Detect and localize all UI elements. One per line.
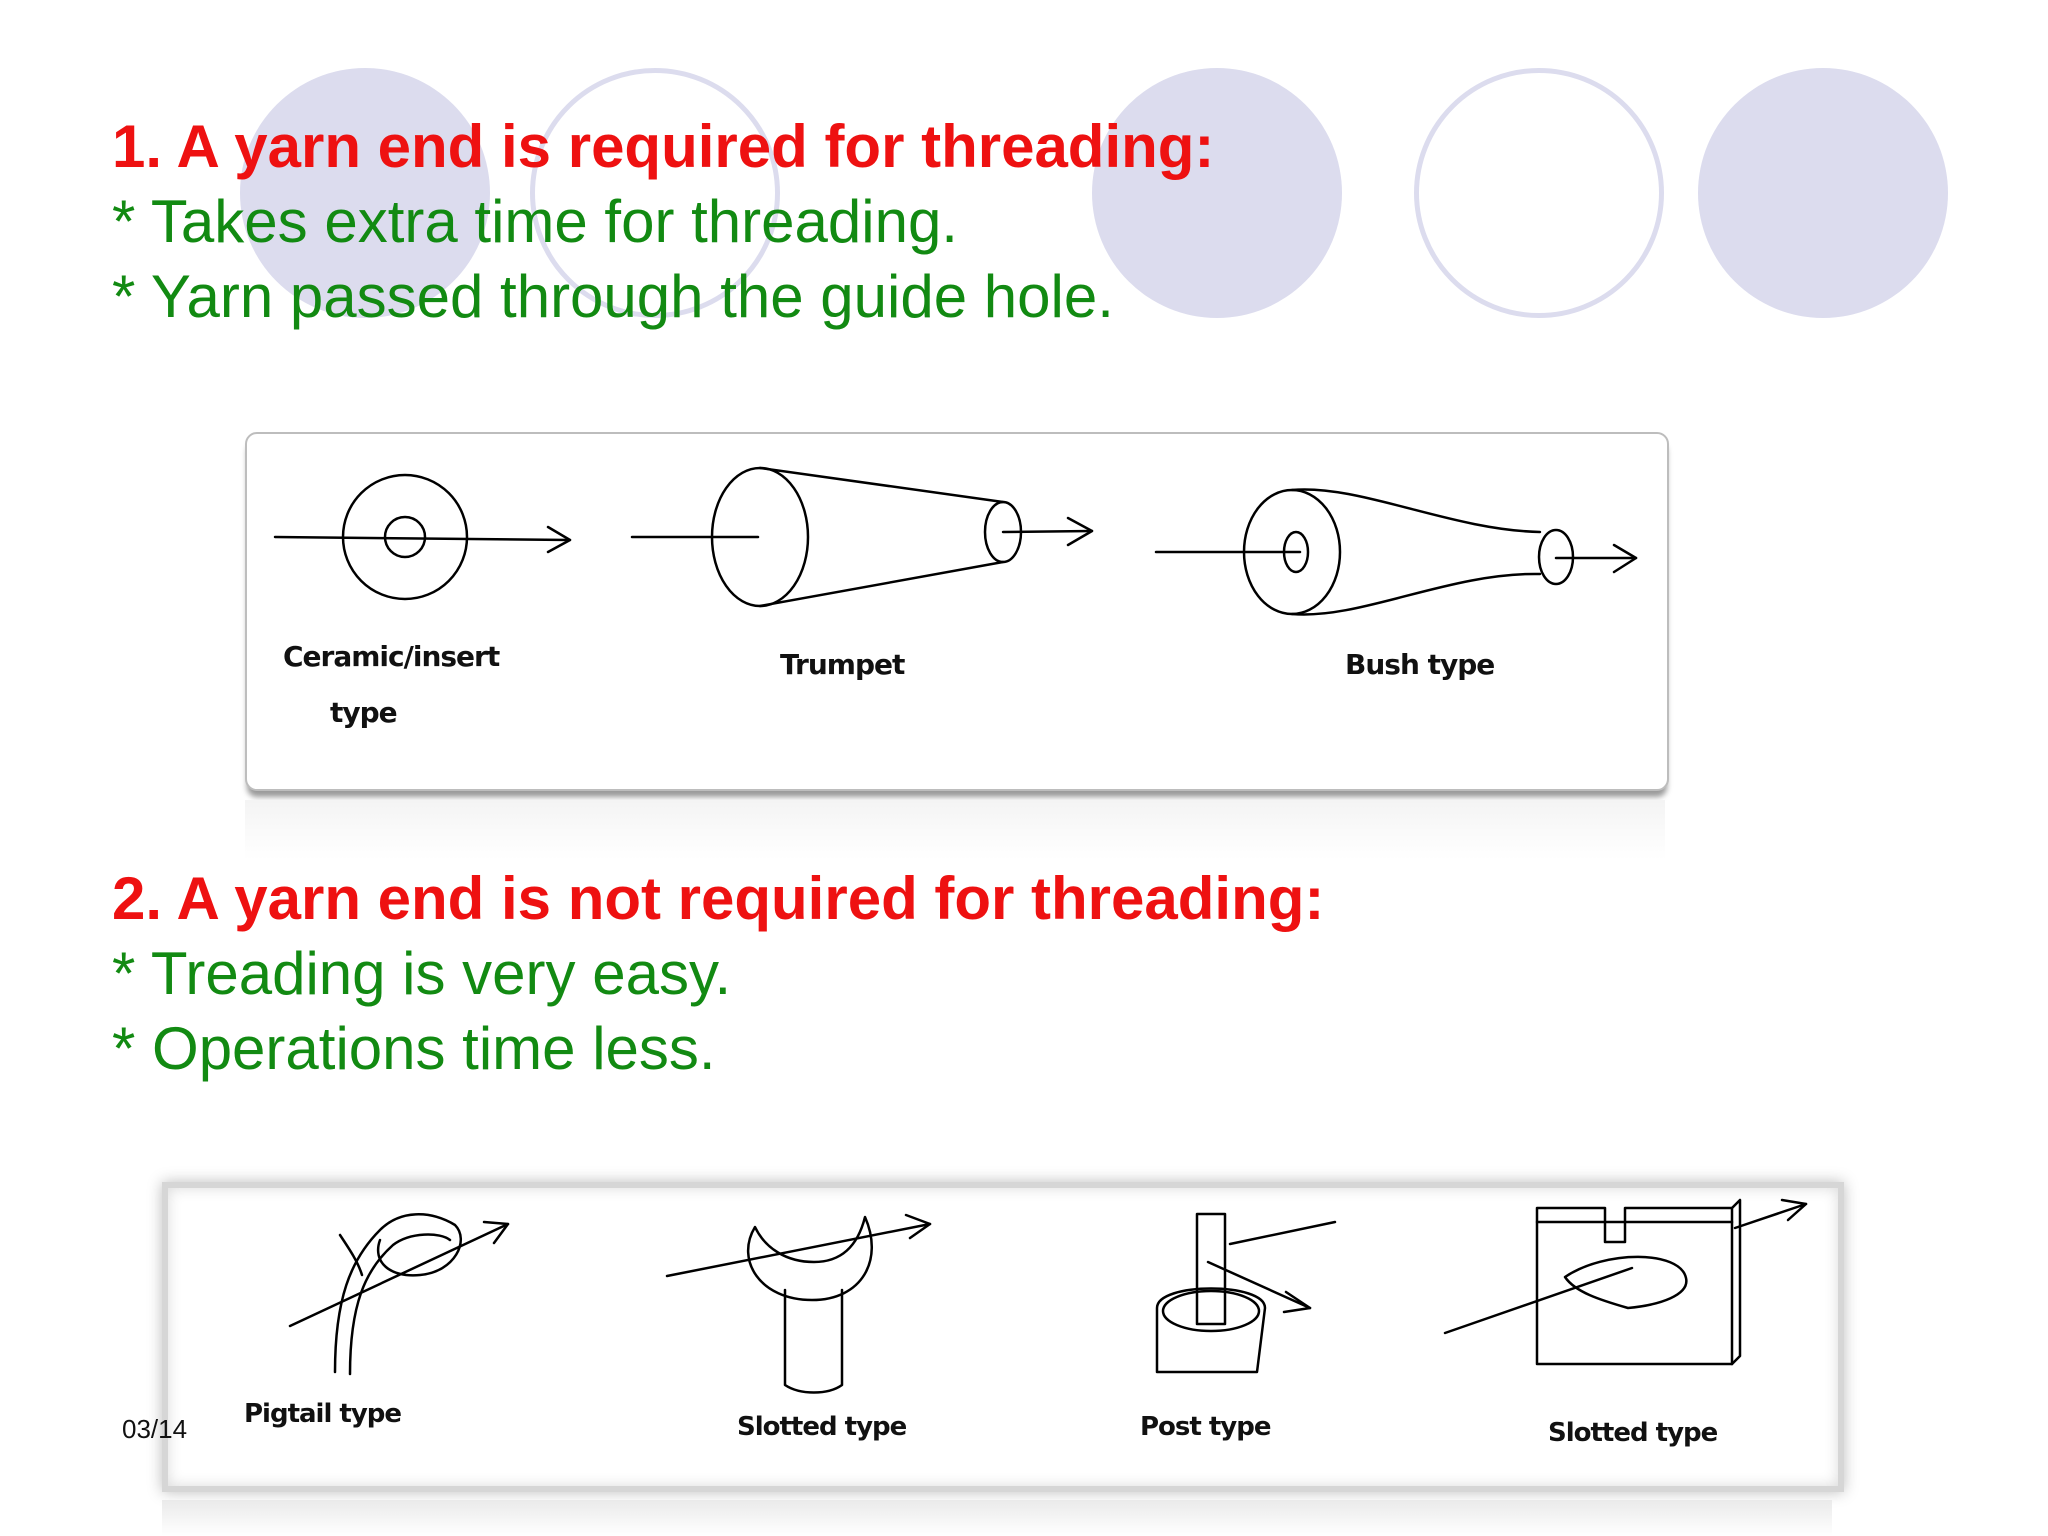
trumpet-guide-drawing bbox=[630, 466, 1094, 608]
slotted-guide-2-drawing bbox=[1443, 1198, 1808, 1366]
ceramic-insert-label: Ceramic/insert bbox=[283, 640, 500, 673]
decorative-circle-ring-1 bbox=[530, 68, 780, 318]
slotted-guide-1-drawing bbox=[665, 1213, 932, 1394]
section1-heading: 1. A yarn end is required for threading: bbox=[112, 113, 1215, 180]
ceramic-guide-drawing bbox=[273, 473, 572, 601]
panel2-reflection bbox=[162, 1500, 1832, 1536]
footer-date: 03/14 bbox=[122, 1414, 188, 1444]
section1-bullet-2: * Yarn passed through the guide hole. bbox=[112, 263, 1114, 330]
bush-type-label: Bush type bbox=[1345, 648, 1495, 681]
guide-types-panel-2 bbox=[162, 1182, 1844, 1492]
section2-heading: 2. A yarn end is not required for thread… bbox=[112, 865, 1325, 932]
guide-types-panel-1 bbox=[245, 432, 1669, 791]
decorative-circle-filled-2 bbox=[1092, 68, 1342, 318]
decorative-circle-filled-3 bbox=[1698, 68, 1948, 318]
section1-bullet-1: * Takes extra time for threading. bbox=[112, 188, 958, 255]
slotted-type-2-label: Slotted type bbox=[1548, 1418, 1718, 1448]
ceramic-type-label: type bbox=[330, 696, 398, 729]
post-type-label: Post type bbox=[1140, 1412, 1271, 1442]
pigtail-type-label: Pigtail type bbox=[244, 1399, 402, 1429]
bush-guide-drawing bbox=[1154, 488, 1638, 616]
slotted-type-1-label: Slotted type bbox=[737, 1412, 907, 1442]
decorative-circle-filled-1 bbox=[240, 68, 490, 318]
post-guide-drawing bbox=[1155, 1212, 1337, 1374]
panel1-reflection bbox=[245, 800, 1665, 860]
pigtail-guide-drawing bbox=[288, 1213, 510, 1376]
decorative-circle-ring-2 bbox=[1414, 68, 1664, 318]
section2-bullet-2: * Operations time less. bbox=[112, 1015, 716, 1082]
section2-bullet-1: * Treading is very easy. bbox=[112, 940, 732, 1007]
trumpet-label: Trumpet bbox=[780, 648, 905, 681]
